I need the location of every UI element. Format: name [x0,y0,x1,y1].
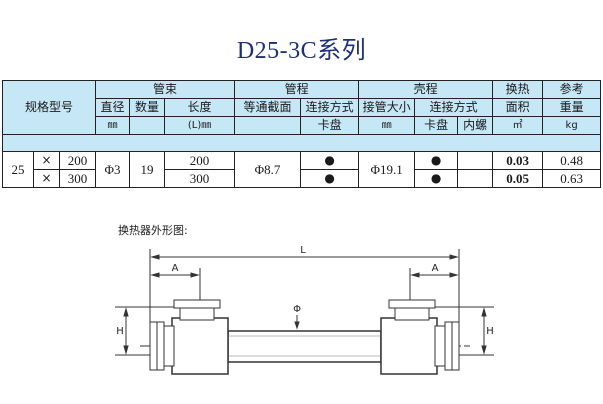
header-reference: 参考 [542,80,602,99]
cell-base-size: 25 [2,151,34,188]
unit-area: ㎡ [492,116,544,135]
spec-table: 规格型号 管束 管程 壳程 换热 参考 直径 数量 长度 等通截面 连接方式 接… [1,80,602,188]
cell-shell-thread [457,169,494,188]
cell-tube-clamp-dot: ● [300,169,360,188]
right-tee-body [380,317,438,375]
cell-area: 0.03 [492,151,544,170]
arrow-L-left [150,254,160,260]
arrow-A-left-a [150,272,160,278]
arrow-A-right-a [410,272,420,278]
arrow-L-right [449,254,459,260]
unit-thread: 内螺 [457,116,494,135]
label-A-right: A [432,263,439,274]
label-A-left: A [172,263,179,274]
unit-tube-area [234,116,302,135]
header-bundle: 管束 [95,80,236,99]
cell-diameter: Φ3 [95,151,131,188]
label-L: L [300,245,306,256]
left-tee-body [171,317,229,375]
header-shell-side: 壳程 [358,80,494,99]
cell-quantity: 19 [129,151,166,188]
header-quantity: 数量 [129,98,166,117]
header-tube-side: 管程 [234,80,360,99]
header-tube-area: 等通截面 [234,98,302,117]
arrow-H-left-top [123,307,129,317]
label-H-right: H [486,326,494,337]
arrow-H-right-bottom [481,345,487,355]
header-diameter: 直径 [95,98,131,117]
unit-shell-pipe: ㎜ [358,116,416,135]
cell-shell-clamp-dot: ● [414,169,459,188]
header-model: 规格型号 [1,80,97,135]
arrow-H-left-bottom [123,345,129,355]
arrow-A-left-b [190,272,200,278]
cell-weight: 0.63 [542,169,602,188]
table-row: × 300 300 ● ● 0.05 0.63 [3,169,602,188]
cell-length: 300 [164,169,236,188]
label-phi: Φ [293,304,301,315]
header-weight: 重量 [542,98,602,117]
cell-model-length: 300 [58,169,97,188]
arrow-phi [294,321,300,330]
cell-weight: 0.48 [542,151,602,170]
cell-area: 0.05 [492,169,544,188]
label-H-left: H [116,326,124,337]
header-length: 长度 [164,98,236,117]
table-row: 25 × 200 Φ3 19 200 Φ8.7 ● Φ19.1 ● 0.03 0… [2,151,602,188]
left-tee-flange [173,299,221,309]
arrow-H-right-top [481,307,487,317]
header-tube-connection: 连接方式 [300,98,360,117]
header-shell-pipe: 接管大小 [358,98,416,117]
cell-shell-pipe: Φ19.1 [358,151,416,188]
unit-length: (L)㎜ [164,116,236,135]
arrow-A-right-b [449,272,459,278]
right-tee-flange [388,299,436,309]
page-title: D25-3C系列 [236,38,367,64]
drawing-caption: 换热器外形图: [118,224,188,237]
